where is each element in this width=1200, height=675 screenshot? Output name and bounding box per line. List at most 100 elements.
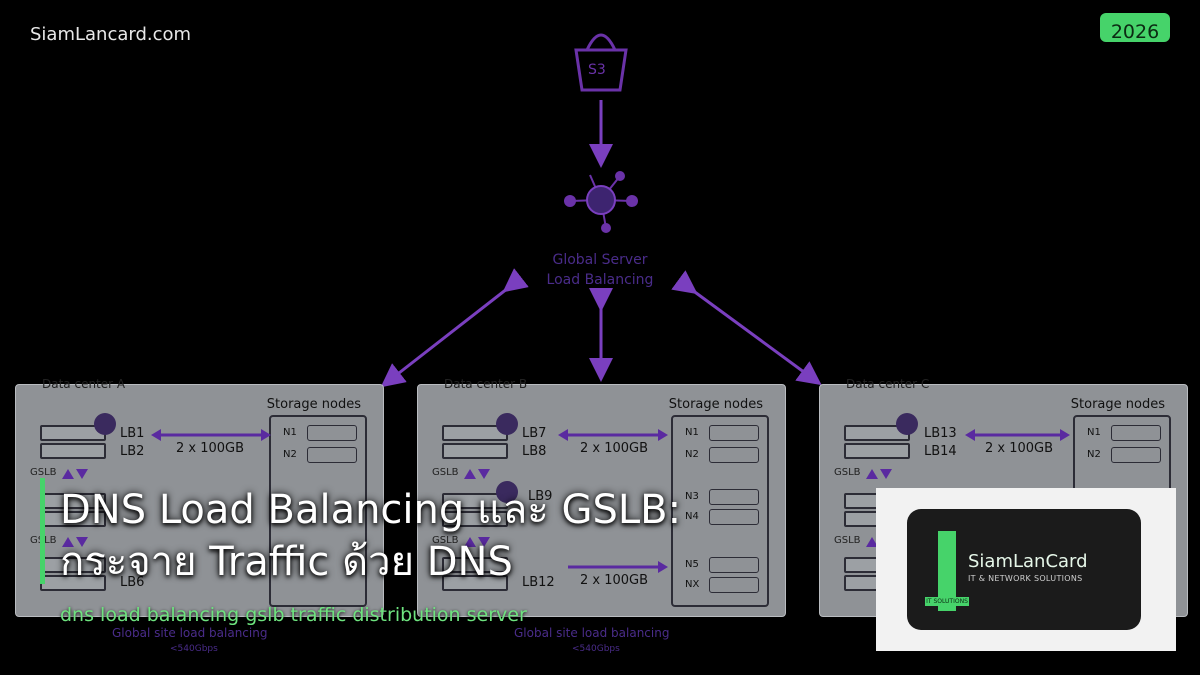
- drive-slot-icon: [709, 509, 759, 525]
- link-arrow-icon: [151, 429, 271, 441]
- node-label: N1: [685, 427, 699, 438]
- title-line-1: DNS Load Balancing และ GSLB:: [60, 487, 682, 533]
- lb-labels: LB1 LB2: [120, 425, 144, 461]
- lb-label: LB12: [522, 575, 555, 590]
- storage-node: N1: [681, 425, 763, 441]
- gslb-hub-icon: [564, 171, 638, 233]
- node-label: N4: [685, 511, 699, 522]
- lb-label: LB1: [120, 426, 145, 441]
- server-icon: [442, 443, 508, 459]
- server-icon: [442, 557, 508, 573]
- node-label: N3: [685, 491, 699, 502]
- storage-node: N1: [279, 425, 361, 441]
- link-label: 2 x 100GB: [176, 441, 245, 456]
- updown-arrows-icon: [60, 465, 90, 484]
- lb-labels: LB7 LB8: [522, 425, 546, 461]
- drive-slot-icon: [1111, 447, 1161, 463]
- storage-node: N3: [681, 489, 763, 505]
- updown-arrows-icon: [864, 465, 894, 484]
- node-label: N5: [685, 559, 699, 570]
- drive-slot-icon: [709, 577, 759, 593]
- logo-bar-icon: [938, 531, 956, 611]
- lb-badge-icon: [496, 481, 518, 503]
- storage-node: N4: [681, 509, 763, 525]
- node-label: N2: [1087, 449, 1101, 460]
- title-line-2: กระจาย Traffic ด้วย DNS: [60, 539, 513, 585]
- datacenter-title: Data center B: [444, 377, 528, 391]
- storage-node: N5: [681, 557, 763, 573]
- datacenter-b-panel: Data center B Storage nodes N1 N2 N3 N4 …: [417, 377, 786, 617]
- footer-sub: <540Gbps: [572, 644, 620, 654]
- storage-node: N2: [681, 447, 763, 463]
- node-label: N2: [685, 449, 699, 460]
- server-icon: [442, 511, 508, 527]
- server-icon: [40, 443, 106, 459]
- lb-badge-icon: [94, 413, 116, 435]
- lb-label: LB6: [120, 575, 145, 590]
- storage-node: N2: [1083, 447, 1165, 463]
- logo-chip: IT SOLUTIONS: [925, 597, 969, 606]
- link-label: 2 x 100GB: [985, 441, 1054, 456]
- lb-label: LB7: [522, 426, 547, 441]
- s3-label: S3: [588, 62, 606, 78]
- year-badge: 2026: [1100, 13, 1170, 42]
- site-name[interactable]: SiamLancard.com: [30, 24, 192, 45]
- gslb-tag: GSLB: [432, 467, 459, 478]
- gslb-tag: GSLB: [30, 467, 57, 478]
- lb-label: LB14: [924, 444, 957, 459]
- storage-title: Storage nodes: [1070, 397, 1165, 412]
- storage-box: N1 N2: [269, 415, 367, 607]
- storage-box: N1 N2 N3 N4 N5 NX: [671, 415, 769, 607]
- s3-bucket-icon: [574, 33, 628, 92]
- lb-label: LB2: [120, 444, 145, 459]
- drive-slot-icon: [1111, 425, 1161, 441]
- footer-sub: <540Gbps: [170, 644, 218, 654]
- gslb-tag: GSLB: [834, 535, 861, 546]
- datacenter-title: Data center C: [846, 377, 930, 391]
- article-title[interactable]: DNS Load Balancing และ GSLB: กระจาย Traf…: [60, 484, 681, 588]
- gslb-label-line2: Load Balancing: [546, 272, 654, 288]
- diagram-connectors: [380, 33, 822, 388]
- gslb-label-line1: Global Server: [552, 252, 648, 268]
- server-icon: [442, 575, 508, 591]
- updown-arrows-icon: [462, 533, 492, 552]
- gslb-tag: GSLB: [834, 467, 861, 478]
- title-accent-bar: [40, 478, 45, 584]
- logo-name: SiamLanCard: [968, 551, 1088, 572]
- node-label: N1: [283, 427, 297, 438]
- server-icon: [844, 443, 910, 459]
- updown-arrows-icon: [462, 465, 492, 484]
- article-keywords: dns load balancing gslb traffic distribu…: [60, 604, 527, 626]
- logo-tagline: IT & NETWORK SOLUTIONS: [968, 574, 1083, 583]
- datacenter-title: Data center A: [42, 377, 126, 391]
- link-arrow-icon: [558, 429, 668, 441]
- gslb-label: Global Server Load Balancing: [545, 250, 655, 290]
- node-label: N1: [1087, 427, 1101, 438]
- datacenter-a-panel: Data center A Storage nodes N1 N2 LB1 LB…: [15, 377, 384, 617]
- link-arrow-icon: [965, 429, 1070, 441]
- drive-slot-icon: [709, 557, 759, 573]
- drive-slot-icon: [709, 489, 759, 505]
- storage-title: Storage nodes: [266, 397, 361, 412]
- drive-slot-icon: [709, 447, 759, 463]
- lb-badge-icon: [896, 413, 918, 435]
- lb-label: LB13: [924, 426, 957, 441]
- node-label: NX: [685, 579, 700, 590]
- drive-slot-icon: [307, 425, 357, 441]
- lb-labels: LB13 LB14: [924, 425, 957, 461]
- lb-label: LB8: [522, 444, 547, 459]
- footer-caption: Global site load balancing: [514, 626, 670, 640]
- drive-slot-icon: [307, 447, 357, 463]
- link-arrow-icon: [568, 561, 668, 573]
- storage-node: N1: [1083, 425, 1165, 441]
- storage-node: NX: [681, 577, 763, 593]
- link-label: 2 x 100GB: [580, 441, 649, 456]
- lb-label: LB9: [528, 489, 553, 504]
- link-label: 2 x 100GB: [580, 573, 649, 588]
- drive-slot-icon: [709, 425, 759, 441]
- updown-arrows-icon: [60, 533, 90, 552]
- gslb-tag: GSLB: [432, 535, 459, 546]
- node-label: N2: [283, 449, 297, 460]
- storage-node: N2: [279, 447, 361, 463]
- lb-badge-icon: [496, 413, 518, 435]
